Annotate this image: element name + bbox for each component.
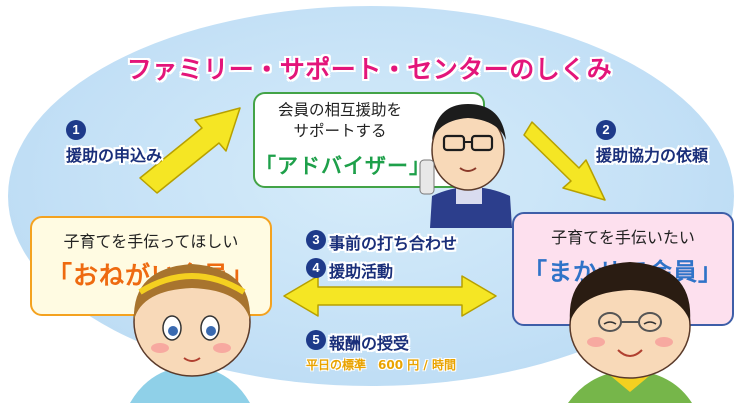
step-4-badge: 4: [306, 258, 326, 278]
step-3-label: 事前の打ち合わせ: [329, 234, 458, 253]
step-2-badge: 2: [596, 120, 616, 140]
step-5-badge: 5: [306, 330, 326, 350]
step-2: 2 援助協力の依頼: [596, 120, 708, 166]
adviser-line2: サポートする: [293, 122, 387, 140]
step-2-label: 援助協力の依頼: [596, 146, 709, 165]
arrow-dispatch: [523, 121, 606, 201]
step-4-label: 援助活動: [329, 262, 394, 281]
step-1-badge: 1: [66, 120, 86, 140]
adviser-line1: 会員の相互援助を: [277, 101, 402, 119]
diagram-title: ファミリー・サポート・センターのしくみ: [126, 55, 613, 84]
makasete-illustration: [568, 262, 692, 403]
step-3-badge: 3: [306, 230, 326, 250]
onegai-desc: 子育てを手伝ってほしい: [63, 232, 239, 251]
arrow-request: [139, 107, 241, 194]
adviser-illustration: [419, 104, 512, 228]
adviser-name: 「アドバイザー」: [255, 154, 431, 178]
step-5-label: 報酬の授受: [329, 334, 410, 353]
step-1-label: 援助の申込み: [66, 146, 163, 165]
makasete-desc: 子育てを手伝いたい: [551, 228, 695, 247]
price-note: 平日の標準 600 円 / 時間: [306, 358, 456, 372]
arrow-activity: [283, 275, 497, 317]
step-1: 1 援助の申込み: [66, 120, 162, 166]
onegai-illustration: [130, 264, 251, 403]
step-5: 5 報酬の授受: [306, 330, 409, 354]
step-4: 4 援助活動: [306, 258, 393, 282]
step-3: 3 事前の打ち合わせ: [306, 230, 457, 254]
